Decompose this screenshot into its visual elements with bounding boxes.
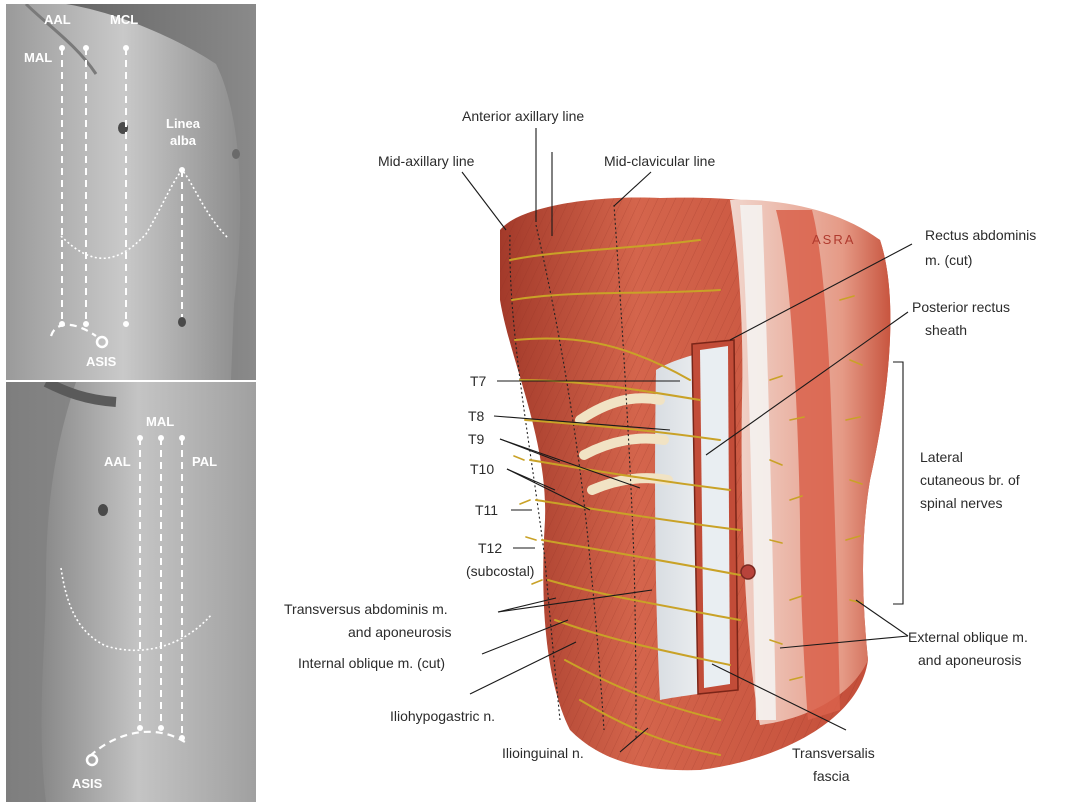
transversalis-fascia-label-2: fascia	[813, 768, 850, 784]
artist-signature: ASRA	[812, 232, 855, 247]
t12-subcostal-label: (subcostal)	[466, 563, 534, 579]
t7-label: T7	[470, 373, 487, 389]
transversus-abdominis-label-1: Transversus abdominis m.	[284, 601, 448, 617]
t10-label: T10	[470, 461, 494, 477]
t9-label: T9	[468, 431, 485, 447]
t12-label: T12	[478, 540, 502, 556]
t8-label: T8	[468, 408, 485, 424]
transversalis-fascia-label-1: Transversalis	[792, 745, 875, 761]
rectus-abdominis-label-1: Rectus abdominis	[925, 227, 1036, 243]
aal-label-lateral: AAL	[104, 454, 131, 469]
lateral-cutaneous-label-1: Lateral	[920, 449, 963, 465]
lateral-torso-photo: MAL AAL PAL ASIS	[6, 382, 256, 802]
mcl-label: MCL	[110, 12, 138, 27]
lateral-cutaneous-bracket	[893, 362, 903, 604]
posterior-rectus-sheath-label-1: Posterior rectus	[912, 299, 1010, 315]
iliohypogastric-label: Iliohypogastric n.	[390, 708, 495, 724]
linea-alba-label-1: Linea	[166, 116, 201, 131]
abdominal-wall-illustration: ASRA Anterior axillary line Mid-axillary…	[258, 0, 1070, 804]
anterior-torso-photo: AAL MCL MAL Linea alba ASIS	[6, 4, 256, 380]
aal-label: AAL	[44, 12, 71, 27]
linea-alba-label-2: alba	[170, 133, 197, 148]
lateral-cutaneous-label-3: spinal nerves	[920, 495, 1003, 511]
mal-label: MAL	[24, 50, 52, 65]
umbilicus	[741, 565, 755, 579]
ilioinguinal-label: Ilioinguinal n.	[502, 745, 584, 761]
mid-axillary-line-label: Mid-axillary line	[378, 153, 475, 169]
t11-label: T11	[475, 502, 498, 518]
transversus-abdominis-label-2: and aponeurosis	[348, 624, 452, 640]
posterior-rectus-sheath-label-2: sheath	[925, 322, 967, 338]
mal-label-lateral: MAL	[146, 414, 174, 429]
external-oblique-label-1: External oblique m.	[908, 629, 1028, 645]
pal-label-lateral: PAL	[192, 454, 217, 469]
rectus-abdominis-label-2: m. (cut)	[925, 252, 972, 268]
asis-label: ASIS	[86, 354, 117, 369]
mid-clavicular-line-label: Mid-clavicular line	[604, 153, 715, 169]
lateral-cutaneous-label-2: cutaneous br. of	[920, 472, 1020, 488]
external-oblique-label-2: and aponeurosis	[918, 652, 1022, 668]
asis-label-lateral: ASIS	[72, 776, 103, 791]
internal-oblique-label: Internal oblique m. (cut)	[298, 655, 445, 671]
anterior-axillary-line-label: Anterior axillary line	[462, 108, 584, 124]
